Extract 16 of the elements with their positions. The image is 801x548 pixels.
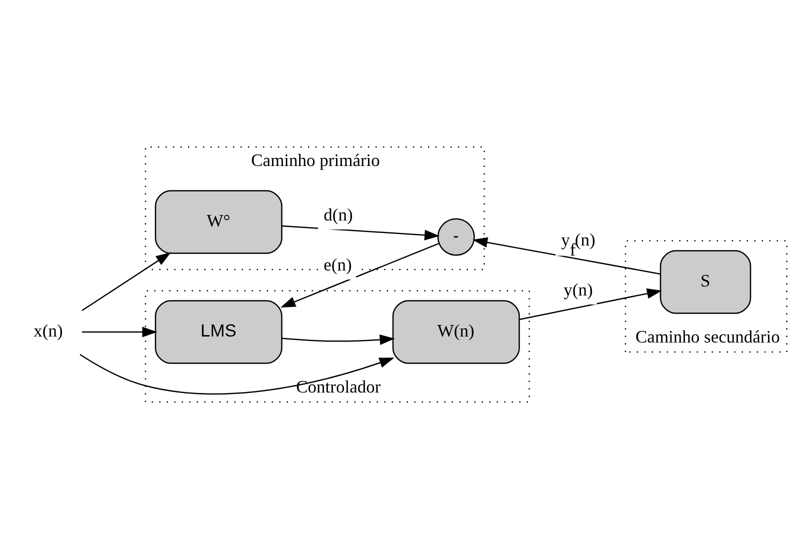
node-box: S: [660, 250, 752, 314]
arrow: [82, 252, 171, 311]
edge-label: d(n): [324, 204, 353, 224]
node-text: x(n): [34, 320, 63, 340]
arrow: [82, 326, 158, 337]
arrow: [80, 354, 394, 394]
arrow: [282, 224, 440, 240]
arrow: [282, 334, 395, 344]
node-circle: -: [437, 218, 475, 256]
arrow: [280, 242, 439, 307]
edge-label: y(n): [564, 278, 593, 299]
node-box: LMS: [154, 300, 282, 364]
node-box: W°: [154, 190, 282, 254]
node-box: W(n): [392, 300, 520, 364]
arrow: [519, 288, 662, 320]
arrow: [472, 236, 660, 274]
